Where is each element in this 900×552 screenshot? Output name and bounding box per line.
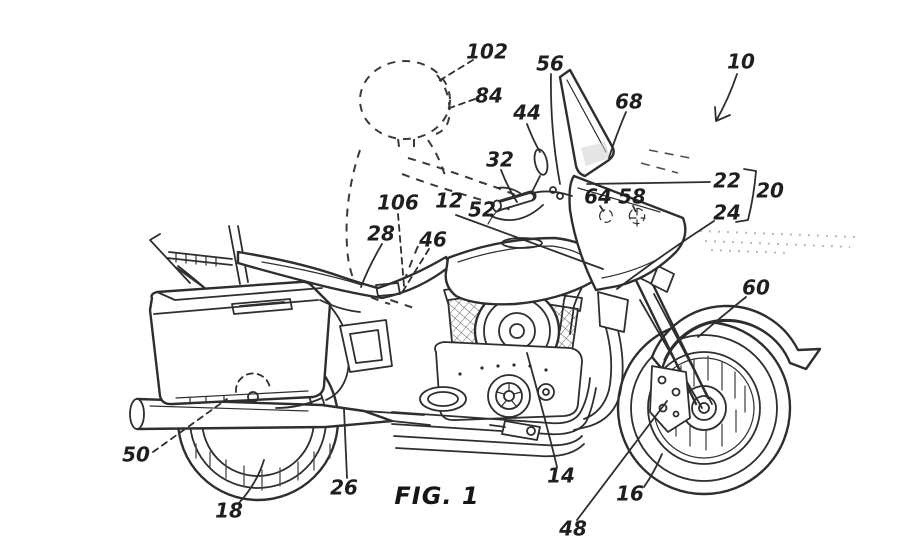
exhaust-headers xyxy=(391,377,597,458)
floorboard xyxy=(489,420,541,441)
windshield-tint xyxy=(581,142,610,166)
rider-helmet-visor xyxy=(435,74,451,135)
ref-label-48: 48 xyxy=(558,517,587,541)
leader-68 xyxy=(608,111,627,159)
front-fender xyxy=(650,304,822,371)
airflow-dashes xyxy=(640,149,691,174)
fairing-lamp-64 xyxy=(599,209,613,223)
rider-helmet xyxy=(359,60,451,140)
fork-cover-2 xyxy=(650,265,675,293)
leader-14 xyxy=(526,352,558,468)
saddlebag-guard xyxy=(275,305,351,409)
ref-label-20: 20 xyxy=(756,179,784,203)
ref-label-84: 84 xyxy=(475,84,503,108)
leader-64 xyxy=(599,205,606,214)
ref-label-64: 64 xyxy=(584,185,612,209)
leader-lines xyxy=(152,59,757,521)
leader-102 xyxy=(436,59,474,83)
front-wheel xyxy=(616,320,792,496)
leader-84 xyxy=(446,98,476,110)
ref-label-50: 50 xyxy=(122,443,150,467)
leader-24 xyxy=(616,220,715,290)
front-brake-caliper xyxy=(649,365,691,433)
ref-label-106: 106 xyxy=(377,191,419,215)
windshield xyxy=(558,68,615,178)
leader-60 xyxy=(697,296,747,338)
leader-48 xyxy=(576,400,668,521)
reference-numerals: 102 84 56 10 68 44 32 22 20 24 64 58 52 … xyxy=(122,40,784,541)
fairing-lamp-58 xyxy=(628,207,646,227)
ref-label-22: 22 xyxy=(713,169,741,193)
saddlebag-speaker xyxy=(235,372,271,393)
leader-44 xyxy=(526,123,541,153)
figure-caption: FIG. 1 xyxy=(394,482,479,510)
leader-22 xyxy=(586,181,711,185)
leader-12 xyxy=(455,214,604,270)
ref-label-46: 46 xyxy=(418,228,447,252)
rear-tire-shading xyxy=(195,443,331,491)
side-cover xyxy=(339,319,393,373)
ref-label-58: 58 xyxy=(618,185,646,209)
leader-28 xyxy=(360,243,383,288)
leader-32 xyxy=(500,169,518,203)
leader-18 xyxy=(238,459,265,504)
ref-label-68: 68 xyxy=(615,90,643,114)
sissy-bar xyxy=(149,233,191,284)
saddlebag-latch xyxy=(231,298,293,315)
ref-label-16: 16 xyxy=(616,482,644,506)
ref-label-28: 28 xyxy=(367,222,395,246)
leader-16 xyxy=(643,453,663,488)
ref-label-26: 26 xyxy=(330,476,358,500)
mirror-stem xyxy=(531,175,541,193)
ref-label-44: 44 xyxy=(512,101,541,125)
ref-label-14: 14 xyxy=(547,464,575,488)
tank-console xyxy=(501,237,543,249)
leader-46 xyxy=(402,248,430,292)
saddlebag xyxy=(148,280,351,409)
ref-label-32: 32 xyxy=(486,148,514,172)
rider-chest xyxy=(427,139,446,177)
exhaust-muffler xyxy=(129,397,431,431)
ground-stipple xyxy=(699,230,857,254)
bracket-20 xyxy=(735,168,757,223)
leader-106 xyxy=(397,213,405,287)
ref-label-12: 12 xyxy=(435,189,463,213)
rack-rail xyxy=(166,251,233,266)
engine xyxy=(419,282,583,421)
seat-strap xyxy=(375,282,401,297)
leader-50 xyxy=(152,398,228,453)
rider-neck xyxy=(397,138,415,155)
ref-label-10: 10 xyxy=(727,50,755,74)
leader-58 xyxy=(632,205,637,213)
rider-back xyxy=(345,149,361,291)
mirror xyxy=(533,148,549,176)
ref-label-18: 18 xyxy=(215,499,243,523)
rider-upper-arm xyxy=(407,157,523,199)
ref-label-102: 102 xyxy=(466,40,508,64)
ref-label-52: 52 xyxy=(468,198,496,222)
leader-26 xyxy=(343,408,348,479)
leader-10-arrow xyxy=(714,73,738,122)
leader-56 xyxy=(550,73,561,185)
ref-label-24: 24 xyxy=(713,201,741,225)
ref-label-60: 60 xyxy=(742,276,770,300)
ref-label-56: 56 xyxy=(536,52,564,76)
leader-52 xyxy=(490,204,544,221)
transmission-cover xyxy=(419,386,467,412)
derby-cover xyxy=(487,374,531,418)
lower-cowl xyxy=(597,291,629,333)
